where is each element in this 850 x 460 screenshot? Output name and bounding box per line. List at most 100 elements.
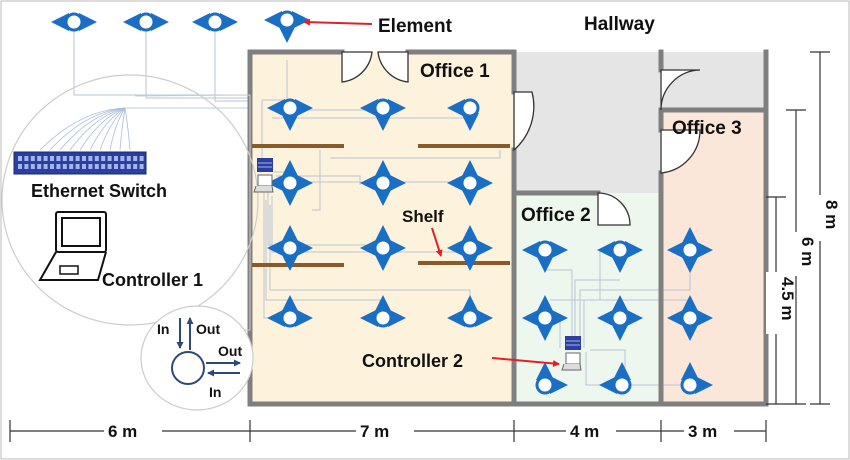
- network-element: [360, 160, 406, 206]
- element-label: Element: [378, 16, 453, 37]
- switch-port: [62, 156, 67, 161]
- network-element: [597, 295, 643, 341]
- network-element: [447, 98, 480, 131]
- switch-port: [88, 164, 93, 169]
- hallway-room-door-top: [660, 69, 701, 111]
- switch-port: [50, 164, 54, 169]
- switch-port: [18, 164, 22, 169]
- ethernet-switch-label: Ethernet Switch: [31, 181, 167, 201]
- hallway-door-left: [513, 91, 535, 152]
- controller-2-icon: [561, 336, 582, 371]
- switch-port: [120, 164, 125, 169]
- network-element: [535, 362, 568, 395]
- switch-ports: [18, 156, 144, 169]
- dim-right-3: 4.5 m: [778, 277, 797, 320]
- switch-port: [30, 156, 35, 161]
- hallway-room-door-mid: [660, 129, 701, 174]
- switch-port: [107, 164, 112, 169]
- dim-right-1: 8 m: [822, 200, 841, 229]
- office-1-door-right: [377, 51, 409, 83]
- dim-bottom-3: 4 m: [570, 422, 599, 441]
- switch-port: [69, 164, 74, 169]
- legend-in-top: In: [157, 321, 169, 337]
- in-out-legend: In Out Out In: [140, 305, 254, 411]
- dim-bottom-1: 6 m: [108, 422, 137, 441]
- network-element: [51, 12, 97, 32]
- dim-right-2: 6 m: [798, 237, 817, 266]
- switch-port: [43, 164, 48, 169]
- zoom-bubble: [1, 74, 259, 326]
- switch-port: [126, 164, 131, 169]
- switch-port: [139, 156, 144, 161]
- switch-port: [75, 156, 80, 161]
- switch-port: [75, 164, 80, 169]
- switch-port: [101, 164, 106, 169]
- switch-port: [82, 164, 86, 169]
- switch-port: [30, 164, 35, 169]
- dim-bottom-4: 3 m: [688, 422, 717, 441]
- switch-port: [82, 156, 86, 161]
- switch-port: [133, 164, 138, 169]
- network-element: [360, 295, 406, 328]
- controller-2-pointer-arrow: [491, 357, 560, 367]
- network-element: [192, 12, 238, 32]
- switch-fanout-lines: [39, 107, 250, 151]
- office-1-label: Office 1: [420, 61, 490, 82]
- office-3-label: Office 3: [672, 118, 742, 139]
- switch-port: [18, 156, 22, 161]
- network-element: [597, 240, 643, 273]
- network-element: [267, 98, 313, 131]
- element-pointer-arrow: [303, 18, 373, 26]
- switch-port: [62, 164, 67, 169]
- controller-1-label: Controller 1: [102, 270, 203, 290]
- hallway-label: Hallway: [584, 14, 655, 35]
- doors: [341, 51, 701, 226]
- network-element: [522, 295, 568, 341]
- controller-1-icon: [253, 158, 274, 193]
- dim-bottom-2: 7 m: [360, 422, 389, 441]
- network-element: [667, 227, 713, 273]
- switch-port: [126, 156, 131, 161]
- office-2-door: [597, 192, 631, 226]
- switch-port: [94, 164, 99, 169]
- switch-port: [37, 156, 42, 161]
- switch-port: [114, 156, 118, 161]
- switch-port: [94, 156, 99, 161]
- network-element: [267, 295, 313, 328]
- network-element: [680, 362, 713, 395]
- switch-port: [133, 156, 138, 161]
- network-element: [667, 295, 713, 341]
- legend-in-bottom: In: [209, 384, 221, 400]
- network-element: [522, 240, 568, 273]
- zoom-connector: [134, 94, 251, 331]
- switch-port: [88, 156, 93, 161]
- network-element: [447, 160, 493, 206]
- legend-out-top: Out: [196, 321, 220, 337]
- legend-out-right: Out: [218, 343, 242, 359]
- hallway-room-right: [661, 52, 766, 110]
- shelf-label: Shelf: [402, 207, 444, 226]
- network-element: [267, 225, 313, 271]
- element-port-circle: [171, 351, 205, 385]
- switch-port: [120, 156, 125, 161]
- switch-port: [69, 156, 74, 161]
- network-element: [447, 225, 493, 271]
- controller-1-detail: Ethernet Switch Controller 1: [1, 74, 259, 331]
- switch-port: [43, 156, 48, 161]
- network-element: [360, 98, 406, 131]
- network-element: [360, 225, 406, 271]
- switch-port: [107, 156, 112, 161]
- network-element: [264, 10, 310, 43]
- switch-port: [139, 164, 144, 169]
- network-element: [447, 295, 493, 328]
- shelf-pointer-arrow: [431, 227, 443, 257]
- hallway-room-left: [514, 52, 660, 193]
- switch-port: [24, 156, 29, 161]
- switch-port: [56, 156, 61, 161]
- office-2-label: Office 2: [521, 205, 591, 226]
- switch-port: [101, 156, 106, 161]
- switch-port: [114, 164, 118, 169]
